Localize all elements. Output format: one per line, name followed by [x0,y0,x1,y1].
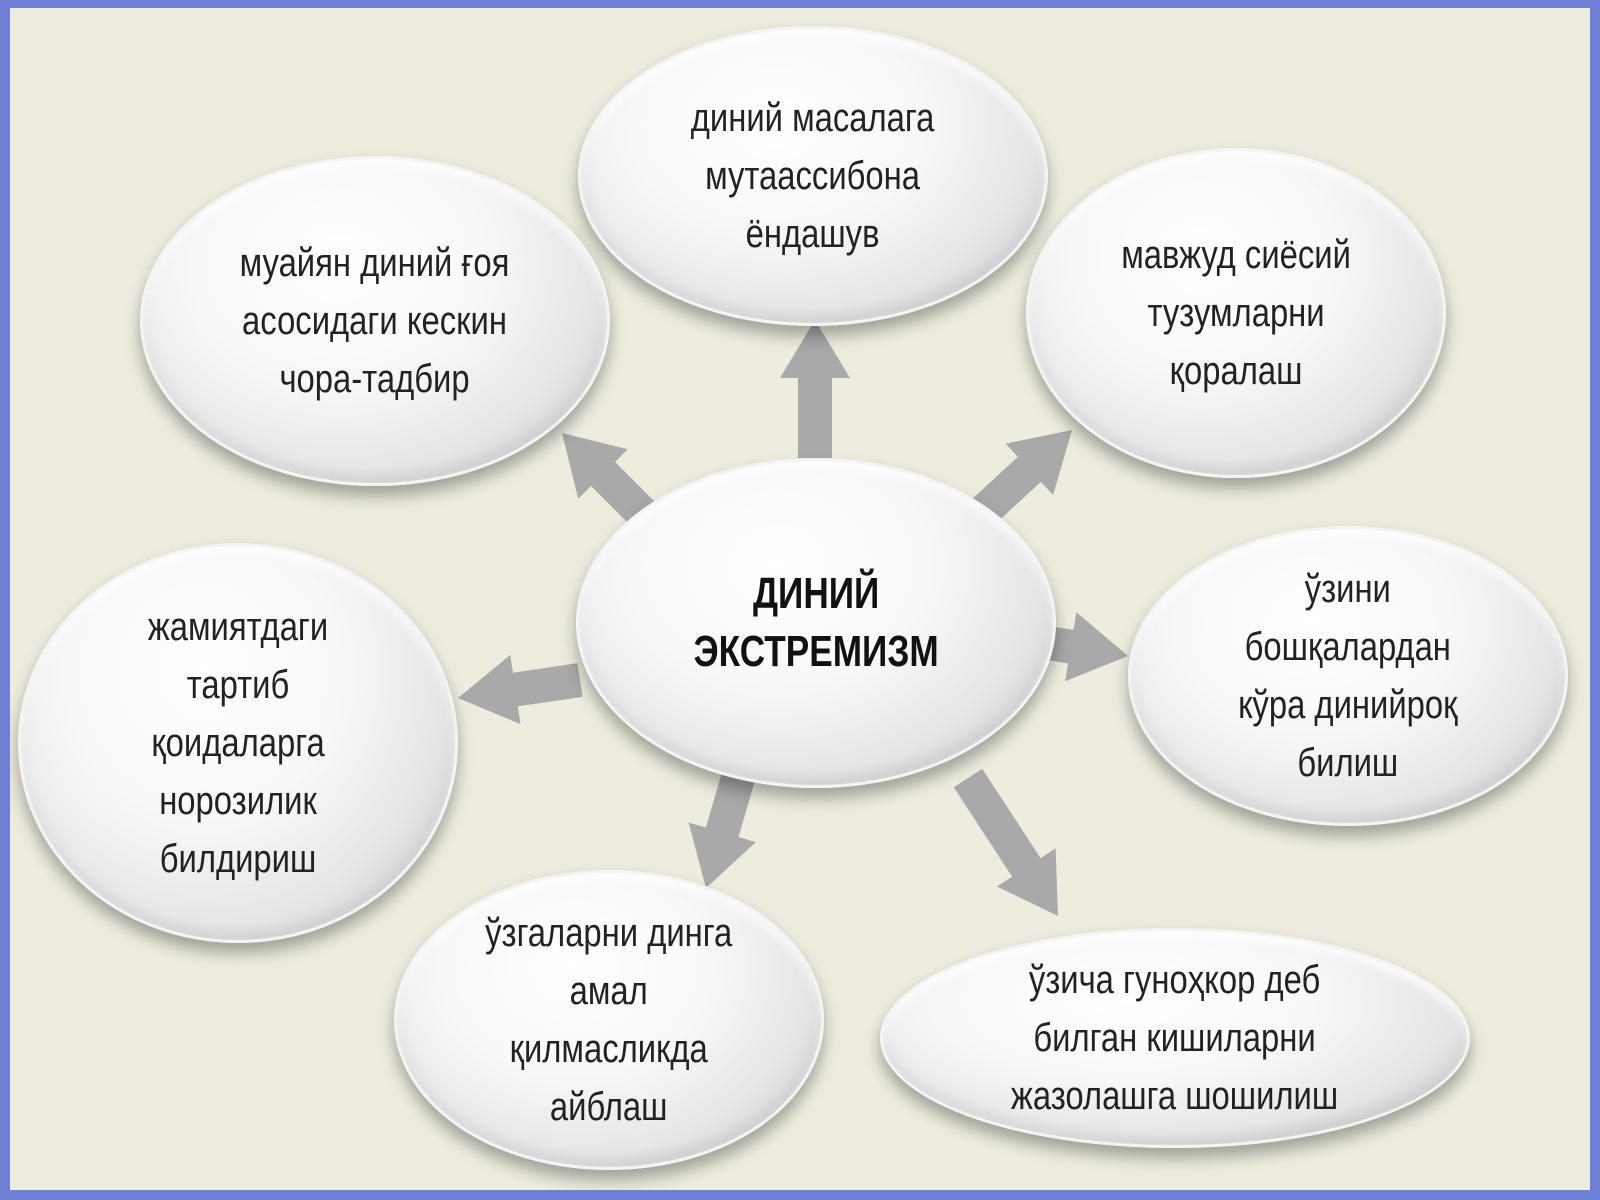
node-line: чора-тадбир [279,357,471,401]
node-text: ўзича гуноҳкор деб билган кишиларни жазо… [975,951,1374,1125]
node-line: муайян диний ғоя [240,241,510,285]
arrow-to-top [780,320,850,458]
node-text: мавжуд сиёсий тузумларни қоралаш [1096,226,1376,400]
arrow-to-bottom-right [953,768,1059,916]
node-line: билиш [1297,741,1399,785]
node-religious-issue-fanatic-approach: диний масалага мутаассибона ёндашув [578,26,1048,326]
node-line: кўра динийроқ [1238,683,1458,727]
arrow-to-right [1045,612,1129,682]
node-consider-self-more-religious: ўзини бошқалардан кўра динийроқ билиш [1128,526,1568,826]
arrows-layer [458,320,1129,916]
node-condemn-political-systems: мавжуд сиёсий тузумларни қоралаш [1026,148,1446,478]
node-line: норозилик [159,779,317,823]
node-line: билган кишиларни [1033,1016,1317,1060]
node-text: ўзини бошқалардан кўра динийроқ билиш [1214,560,1482,792]
node-text: диний масалага мутаассибона ёндашув [664,89,961,263]
diagram-canvas: диний масалага мутаассибона ёндашув муай… [10,8,1590,1190]
node-text: ўзгаларни динга амал қилмасликда айблаш [458,904,759,1136]
node-line: диний масалага [691,96,935,140]
node-line: ўзини [1304,567,1392,611]
node-accuse-others: ўзгаларни динга амал қилмасликда айблаш [394,870,824,1170]
node-line: қоралаш [1169,349,1303,393]
node-text: муайян диний ғоя асосидаги кескин чора-т… [210,234,539,408]
arrow-to-left [458,654,583,725]
node-line: айблаш [550,1085,668,1129]
node-hasten-to-punish: ўзича гуноҳкор деб билган кишиларни жазо… [880,928,1470,1148]
node-line: қилмасликда [509,1027,709,1071]
node-line: ўзича гуноҳкор деб [1029,958,1321,1002]
node-line: тузумларни [1147,291,1325,335]
node-line: амал [569,969,649,1013]
node-line: билдириш [159,837,317,881]
arrow-to-upper-left [562,433,655,526]
node-line: бошқалардан [1244,625,1452,669]
node-line: тартиб [186,663,290,707]
node-line: асосидаги кескин [242,299,508,343]
node-text: ДИНИЙ ЭКСТРЕМИЗМ [663,565,969,681]
center-node-religious-extremism: ДИНИЙ ЭКСТРЕМИЗМ [576,458,1056,788]
center-line: ЭКСТРЕМИЗМ [693,627,939,676]
node-line: қоидаларга [151,721,325,765]
node-line: ёндашув [746,212,880,256]
arrow-to-upper-right [970,429,1073,526]
node-disagree-social-rules: жамиятдаги тартиб қоидаларга норозилик б… [18,543,458,943]
node-line: ўзгаларни динга [485,911,733,955]
node-line: жамиятдаги [147,605,329,649]
node-line: мавжуд сиёсий [1121,233,1351,277]
node-radical-measures: муайян диний ғоя асосидаги кескин чора-т… [140,156,610,486]
node-line: мутаассибона [705,154,921,198]
arrow-to-bottom-left [688,773,756,889]
node-line: жазолашга шошилиш [1011,1074,1339,1118]
center-line: ДИНИЙ [752,569,880,618]
node-text: жамиятдаги тартиб қоидаларга норозилик б… [128,598,348,888]
